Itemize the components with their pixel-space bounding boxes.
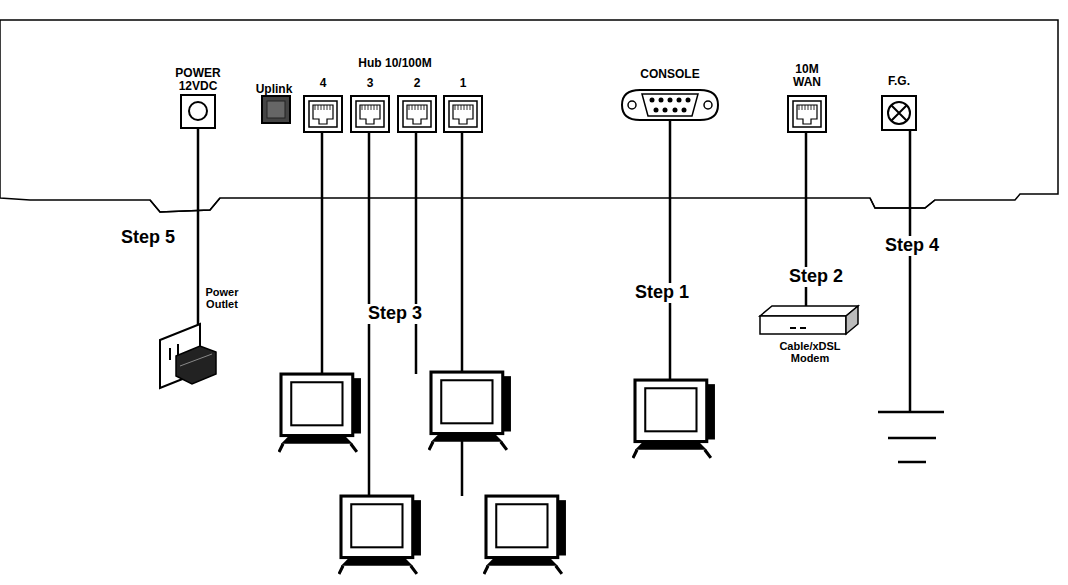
port-label: Uplink: [256, 83, 293, 96]
power-outlet: [160, 324, 216, 388]
modem: [760, 306, 858, 334]
port-number: 4: [320, 77, 327, 90]
computer: [429, 372, 511, 450]
step-label: Step 5: [119, 228, 177, 248]
port-label: F.G.: [888, 75, 910, 88]
computer: [279, 374, 361, 452]
cable: [198, 120, 910, 496]
port-number: 3: [367, 77, 374, 90]
step-label: Step 4: [883, 236, 941, 256]
lan-port: [351, 96, 389, 132]
port-label: Hub 10/100M: [358, 57, 431, 70]
power-jack: [181, 95, 215, 128]
device-label: Power Outlet: [201, 286, 243, 310]
computer: [633, 380, 715, 458]
lan-port: [304, 96, 342, 132]
lan-port: [398, 96, 436, 132]
uplink-button: [262, 96, 290, 123]
step-label: Step 1: [633, 283, 691, 303]
frame-ground-terminal: [882, 96, 916, 130]
port-number: 1: [460, 77, 467, 90]
router-panel: [0, 20, 1058, 212]
wan-port: [788, 96, 826, 132]
computer: [339, 496, 421, 574]
step-label: Step 3: [366, 304, 424, 324]
port-number: 2: [414, 77, 421, 90]
console-port: [622, 90, 718, 120]
computer: [484, 496, 566, 574]
device-label: Cable/xDSL Modem: [777, 340, 843, 364]
lan-port: [444, 96, 482, 132]
step-label: Step 2: [787, 267, 845, 287]
port-label: POWER 12VDC: [173, 67, 223, 93]
port-label: 10M WAN: [789, 63, 825, 89]
ground-symbol: [878, 412, 944, 462]
port-label: CONSOLE: [640, 68, 699, 81]
